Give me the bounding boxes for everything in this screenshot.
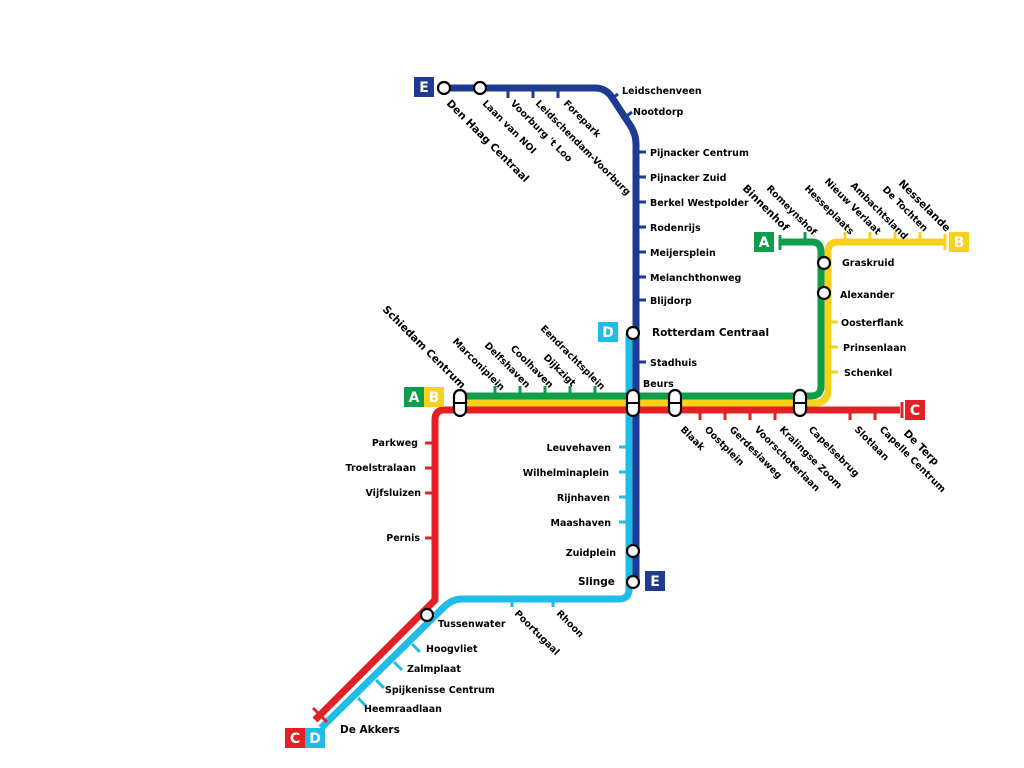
badge-c-southwest: C [285,728,305,748]
station-zuidplein-marker[interactable] [625,543,641,559]
badge-a-east: A [754,232,774,252]
label-parkweg: Parkweg [372,438,418,449]
badge-e-bottom: E [645,571,665,591]
svg-text:A: A [409,390,420,406]
label-troelstralaan: Troelstralaan [346,463,417,474]
line-b-ticks [828,232,922,374]
line-e-route [444,84,640,584]
label-rotterdam-centraal: Rotterdam Centraal [652,327,769,339]
label-spijkenisse-centrum: Spijkenisse Centrum [385,685,495,696]
label-rijnhaven: Rijnhaven [557,493,610,504]
label-zalmplaat: Zalmplaat [407,664,461,675]
svg-text:C: C [290,731,300,747]
station-laan-van-noi-marker[interactable] [472,80,488,96]
label-nootdorp: Nootdorp [633,107,684,118]
label-blijdorp: Blijdorp [650,296,692,307]
label-rhoon: Rhoon [554,608,586,640]
svg-text:E: E [419,80,429,96]
line-a-route [460,238,825,400]
line-e-ticks [506,88,646,364]
svg-text:C: C [910,403,920,419]
station-tussenwater-marker[interactable] [419,607,435,623]
label-alexander: Alexander [840,290,895,301]
svg-text:D: D [602,325,614,341]
label-schenkel: Schenkel [844,368,892,379]
label-graskruid: Graskruid [842,258,894,269]
svg-text:D: D [309,731,321,747]
label-heemraadlaan: Heemraadlaan [364,704,442,715]
line-d-ticks [356,445,629,708]
badge-e-top: E [414,77,434,97]
label-wilhelminaplein: Wilhelminaplein [523,468,610,479]
line-d-route [318,333,633,731]
label-vijfsluizen: Vijfsluizen [366,488,422,499]
badge-c-east: C [905,400,925,420]
label-pernis: Pernis [386,533,420,544]
station-den-haag-centraal[interactable] [436,80,452,96]
svg-text:A: A [759,235,770,251]
label-prinsenlaan: Prinsenlaan [843,343,907,354]
label-pijnacker-centrum: Pijnacker Centrum [650,148,749,159]
label-blaak: Blaak [678,424,707,453]
label-slinge: Slinge [578,576,615,588]
label-leuvehaven: Leuvehaven [547,443,612,454]
station-rotterdam-centraal[interactable] [625,325,641,341]
label-pijnacker-zuid: Pijnacker Zuid [650,173,727,184]
line-c-route [312,406,900,723]
line-c-ticks [425,410,877,540]
label-melanchthonweg: Melanchthonweg [650,273,741,284]
line-a-ticks [493,232,807,396]
badge-a-west: A [404,387,424,407]
label-meijersplein: Meijersplein [650,248,716,259]
label-berkel-westpolder: Berkel Westpolder [650,198,749,209]
badge-b-east: B [949,232,969,252]
badge-d-southwest: D [305,728,325,748]
station-graskruid-marker[interactable] [816,255,832,271]
label-rodenrijs: Rodenrijs [650,223,701,234]
label-de-akkers: De Akkers [340,724,400,736]
label-leidschenveen: Leidschenveen [622,86,702,97]
svg-text:E: E [650,574,660,590]
label-maashaven: Maashaven [550,518,611,529]
label-beurs: Beurs [643,379,674,390]
badge-d-center: D [598,322,618,342]
terminal-bar-cd [311,706,329,724]
label-stadhuis: Stadhuis [650,358,697,369]
label-oosterflank: Oosterflank [841,318,904,329]
station-slinge-marker[interactable] [625,574,641,590]
svg-text:B: B [429,390,440,406]
label-hoogvliet: Hoogvliet [426,644,478,655]
label-tussenwater: Tussenwater [438,619,506,630]
label-zuidplein: Zuidplein [566,548,616,559]
badge-b-west: B [424,387,444,407]
station-alexander-marker[interactable] [816,285,832,301]
svg-text:B: B [954,235,965,251]
